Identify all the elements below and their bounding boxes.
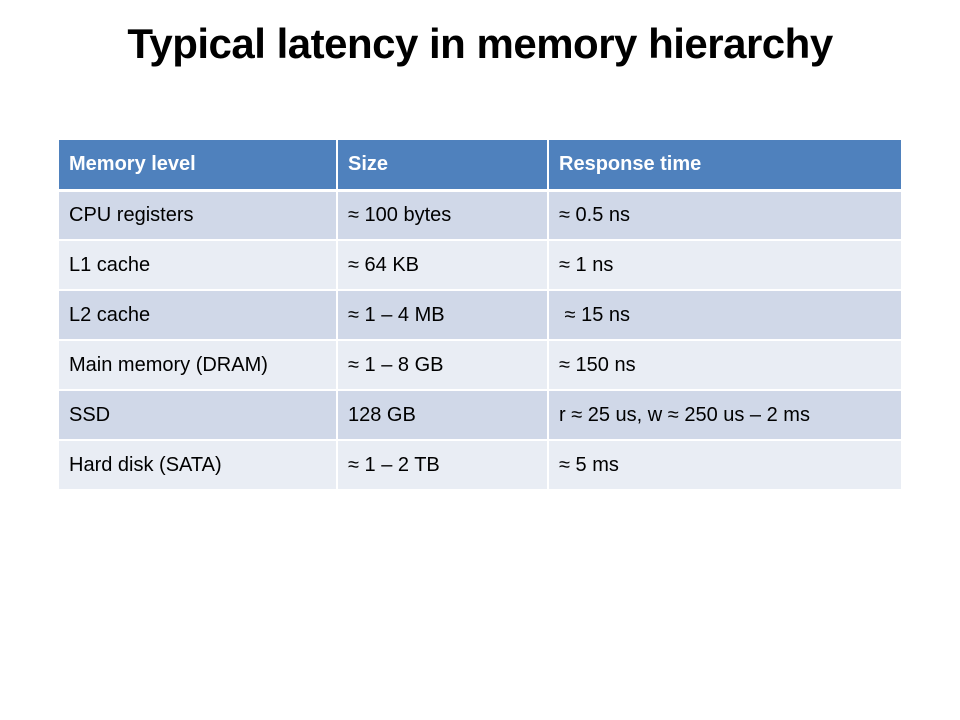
cell-response-time: ≈ 0.5 ns	[548, 190, 901, 241]
table-row: Main memory (DRAM) ≈ 1 – 8 GB ≈ 150 ns	[59, 340, 901, 391]
latency-table: Memory level Size Response time CPU regi…	[59, 140, 901, 491]
cell-size: ≈ 1 – 4 MB	[337, 290, 549, 341]
cell-response-time: r ≈ 25 us, w ≈ 250 us – 2 ms	[548, 390, 901, 441]
table-row: CPU registers ≈ 100 bytes ≈ 0.5 ns	[59, 190, 901, 241]
cell-response-time: ≈ 15 ns	[548, 290, 901, 341]
cell-memory-level: L2 cache	[59, 290, 338, 341]
cell-memory-level: Main memory (DRAM)	[59, 340, 338, 391]
cell-memory-level: CPU registers	[59, 190, 338, 241]
table-row: L1 cache ≈ 64 KB ≈ 1 ns	[59, 240, 901, 291]
cell-response-time: ≈ 1 ns	[548, 240, 901, 291]
cell-size: ≈ 100 bytes	[337, 190, 549, 241]
cell-memory-level: Hard disk (SATA)	[59, 440, 338, 491]
header-memory-level: Memory level	[59, 140, 338, 192]
table-header-row: Memory level Size Response time	[59, 140, 901, 192]
table-row: L2 cache ≈ 1 – 4 MB ≈ 15 ns	[59, 290, 901, 341]
cell-memory-level: L1 cache	[59, 240, 338, 291]
header-size: Size	[337, 140, 549, 192]
table-row: Hard disk (SATA) ≈ 1 – 2 TB ≈ 5 ms	[59, 440, 901, 491]
cell-size: 128 GB	[337, 390, 549, 441]
slide-title: Typical latency in memory hierarchy	[127, 20, 833, 67]
cell-size: ≈ 1 – 2 TB	[337, 440, 549, 491]
cell-response-time: ≈ 5 ms	[548, 440, 901, 491]
table-row: SSD 128 GB r ≈ 25 us, w ≈ 250 us – 2 ms	[59, 390, 901, 441]
cell-size: ≈ 1 – 8 GB	[337, 340, 549, 391]
cell-response-time: ≈ 150 ns	[548, 340, 901, 391]
header-response-time: Response time	[548, 140, 901, 192]
cell-size: ≈ 64 KB	[337, 240, 549, 291]
cell-memory-level: SSD	[59, 390, 338, 441]
